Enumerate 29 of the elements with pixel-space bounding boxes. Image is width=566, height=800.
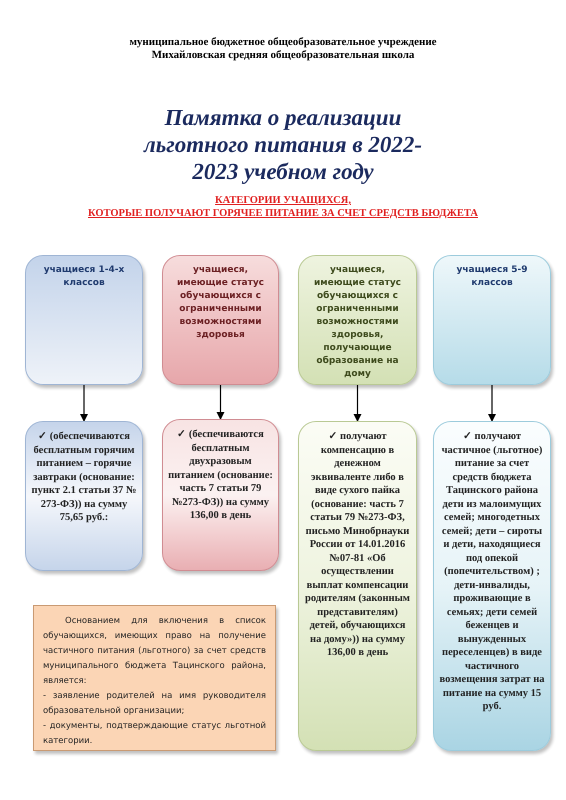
note-paragraph: - документы, подтверждающие статус льготной категории. [43,720,266,748]
section-heading: КОТОРЫЕ ПОЛУЧАЮТ ГОРЯЧЕЕ ПИТАНИЕ ЗА СЧЕТ СРЕДСТВ БЮДЖЕТА [88,207,478,220]
benefit-text: ✓ получают частичное (льготное) питание за счет средств бюджета Тацинского района дети из малоимущих семей; многодетных семей; дети – сироты и дети, находящиеся под опекой (попечительством) ; дети-инвалиды, проживающие в семьях; дети семей беженцев и вынужденных переселенцев) в виде частичного возмещения затрат на питание на сумму 15 руб. [439,430,545,714]
note-paragraph: Основанием для включения в список обучающихся, имеющих право на получение частичного питания (льготного) за счет средств муниципального бюджета Тацинского района, является: [43,615,266,688]
note-paragraph: - заявление родителей на имя руководителя образовательной организации; [43,690,266,718]
category-text: учащиеся 1-4-х классов [42,264,126,290]
benefit-text: ✓ (обеспечиваются бесплатным горячим питанием – горячие завтраки (основание: пункт 2.1 статьи 37 № 273-ФЗ)) на сумму 75,65 руб.: [31,430,137,524]
category-box [433,255,551,385]
arrow [354,385,362,422]
category-text: учащиеся, имеющие статус обучающихся с ограниченными возможностями здоровья, получающие образование на дому [312,264,402,381]
benefit-box [25,421,143,571]
note-box [33,605,276,751]
benefit-text: ✓ получают компенсацию в денежном эквиваленте либо в виде сухого пайка (основание: часть 7 статьи 79 №273-ФЗ, письмо Минобрнауки России от 14.01.2016 №07-81 «Об осуществлении выплат компенсации родителям (законным представителям) детей, обучающихся на дому»)) на сумму 136,00 в день [304,430,411,660]
benefit-box [162,419,279,571]
institution-header: Михайловская средняя общеобразовательная школа [152,49,414,62]
category-box [162,255,279,385]
arrow [216,385,224,420]
benefit-box [298,421,417,751]
benefit-text: ✓ (беспечиваются бесплатным двухразовым питанием (основание: часть 7 статьи 79 №273-ФЗ)) на сумму 136,00 в день [168,428,273,522]
category-box [25,255,143,385]
arrow [80,385,88,422]
section-heading: КАТЕГОРИИ УЧАЩИХСЯ, [215,194,351,207]
category-text: учащиеся 5-9 классов [456,264,528,290]
institution-header: муниципальное бюджетное общеобразовательное учреждение [129,36,437,49]
arrow [488,385,496,422]
category-box [298,255,417,385]
category-text: учащиеся, имеющие статус обучающихся с ограниченными возможностями здоровья [176,264,266,342]
title: Памятка о реализации льготного питания в 2022-2023 учебном году [142,104,424,185]
benefit-box [433,421,551,751]
